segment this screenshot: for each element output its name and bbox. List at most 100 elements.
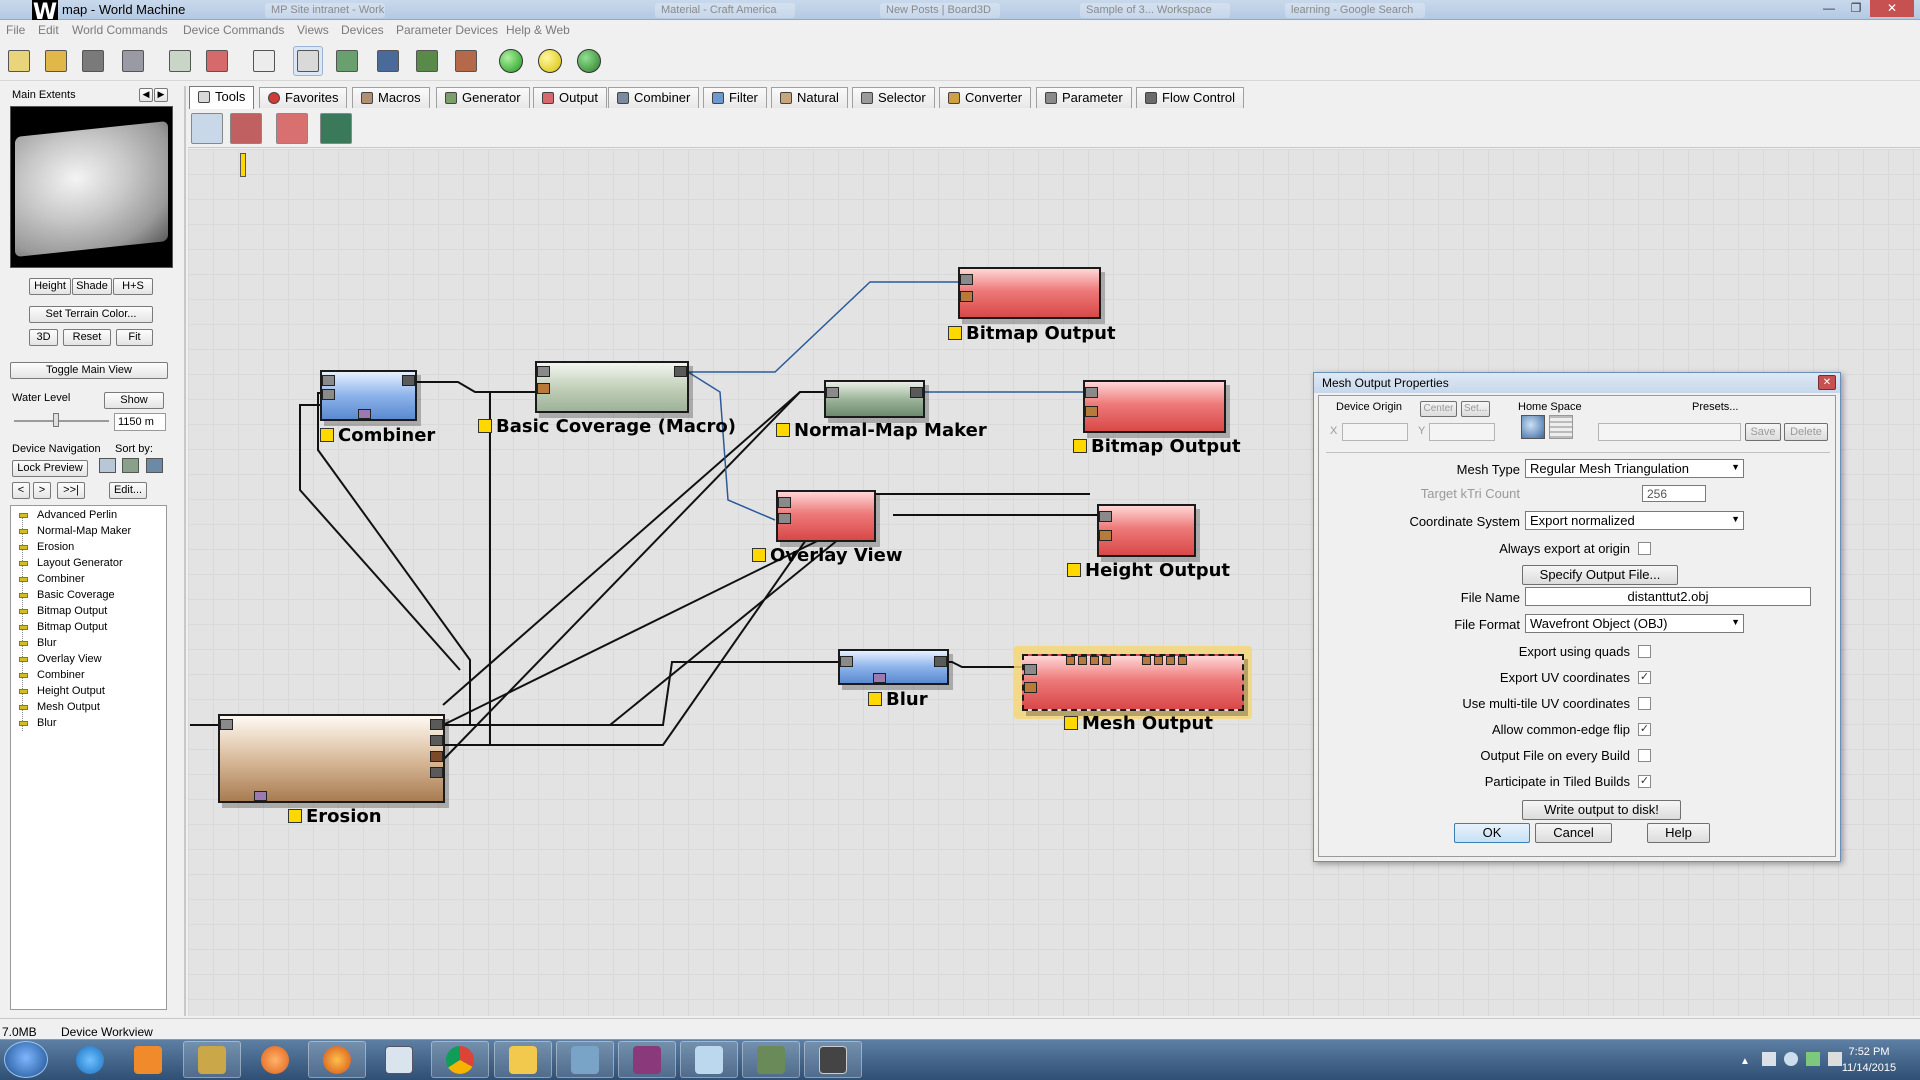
basic-coverage-node[interactable] bbox=[535, 361, 689, 413]
terminal-app-icon[interactable] bbox=[804, 1041, 862, 1078]
delete-preset-button[interactable]: Delete bbox=[1784, 423, 1828, 441]
list-item[interactable]: Blur bbox=[19, 635, 57, 651]
grid-icon[interactable] bbox=[1549, 415, 1573, 439]
cancel-button[interactable]: Cancel bbox=[1535, 823, 1612, 843]
clock-date[interactable]: 11/14/2015 bbox=[1841, 1062, 1897, 1074]
param-port[interactable] bbox=[873, 673, 886, 683]
param-port[interactable] bbox=[1066, 656, 1075, 665]
drive-icon[interactable] bbox=[1806, 1052, 1820, 1066]
panel-left-arrow[interactable]: ◀ bbox=[139, 88, 153, 102]
device-list[interactable]: Advanced Perlin Normal-Map Maker Erosion… bbox=[10, 505, 167, 1010]
media-player-icon[interactable] bbox=[119, 1041, 177, 1078]
blur-node[interactable] bbox=[838, 649, 949, 685]
globe-icon[interactable] bbox=[1521, 415, 1545, 439]
param-port[interactable] bbox=[1102, 656, 1111, 665]
terrain-3d-icon[interactable] bbox=[412, 46, 442, 76]
input-port[interactable] bbox=[826, 387, 839, 398]
world-machine-taskbar-icon[interactable] bbox=[183, 1041, 241, 1078]
output-port[interactable] bbox=[934, 656, 947, 667]
explorer-window-icon[interactable] bbox=[370, 1041, 428, 1078]
input-port[interactable] bbox=[537, 383, 550, 394]
open-folder-icon[interactable] bbox=[41, 46, 71, 76]
coordinate-system-select[interactable]: Export normalized▼ bbox=[1525, 511, 1744, 530]
sync-icon[interactable] bbox=[1784, 1052, 1798, 1066]
clock-time[interactable]: 7:52 PM bbox=[1848, 1046, 1890, 1058]
layout-view-icon[interactable] bbox=[332, 46, 362, 76]
output-port[interactable] bbox=[430, 767, 443, 778]
sort-list-icon[interactable] bbox=[99, 458, 116, 473]
water-show-button[interactable]: Show bbox=[104, 392, 164, 409]
input-port[interactable] bbox=[1099, 530, 1112, 541]
input-port[interactable] bbox=[778, 497, 791, 508]
output-port[interactable] bbox=[430, 751, 443, 762]
export-uv-checkbox[interactable]: ✓ bbox=[1638, 671, 1651, 684]
always-export-checkbox[interactable] bbox=[1638, 542, 1651, 555]
tab-favorites[interactable]: Favorites bbox=[259, 87, 348, 108]
menu-devices[interactable]: Devices bbox=[341, 23, 384, 37]
tool-select-icon[interactable] bbox=[191, 113, 223, 144]
sort-type-icon[interactable] bbox=[122, 458, 139, 473]
input-port[interactable] bbox=[960, 274, 973, 285]
firefox-icon[interactable] bbox=[308, 1041, 366, 1078]
water-level-slider-thumb[interactable] bbox=[53, 413, 59, 427]
dialog-close-icon[interactable]: ✕ bbox=[1818, 375, 1836, 390]
mesh-output-node[interactable] bbox=[1022, 654, 1244, 711]
param-port[interactable] bbox=[1142, 656, 1151, 665]
input-port[interactable] bbox=[220, 719, 233, 730]
input-port[interactable] bbox=[1024, 664, 1037, 675]
nav-back-button[interactable]: < bbox=[12, 482, 30, 499]
multi-tile-uv-checkbox[interactable] bbox=[1638, 697, 1651, 710]
center-button[interactable]: Center bbox=[1420, 401, 1457, 417]
list-item[interactable]: Basic Coverage bbox=[19, 587, 115, 603]
output-port[interactable] bbox=[674, 366, 687, 377]
edit-list-button[interactable]: Edit... bbox=[109, 482, 147, 499]
list-item[interactable]: Bitmap Output bbox=[19, 619, 107, 635]
tool-group-icon[interactable] bbox=[230, 113, 262, 144]
set-origin-button[interactable]: Set... bbox=[1461, 401, 1490, 417]
height-view-button[interactable]: Height bbox=[29, 278, 71, 295]
input-port[interactable] bbox=[322, 389, 335, 400]
build-green-icon[interactable] bbox=[496, 46, 526, 76]
help-button[interactable]: Help bbox=[1647, 823, 1710, 843]
nav-last-button[interactable]: >>| bbox=[57, 482, 85, 499]
tiled-builds-checkbox[interactable]: ✓ bbox=[1638, 775, 1651, 788]
list-item[interactable]: Combiner bbox=[19, 571, 85, 587]
erosion-node[interactable] bbox=[218, 714, 445, 803]
menu-parameter-devices[interactable]: Parameter Devices bbox=[396, 23, 499, 37]
dialog-title-bar[interactable] bbox=[1314, 373, 1840, 393]
list-item[interactable]: Erosion bbox=[19, 539, 74, 555]
origin-y-input[interactable] bbox=[1429, 423, 1495, 441]
param-port[interactable] bbox=[1178, 656, 1187, 665]
list-item[interactable]: Mesh Output bbox=[19, 699, 100, 715]
menu-device-commands[interactable]: Device Commands bbox=[183, 23, 285, 37]
sort-graph-icon[interactable] bbox=[146, 458, 163, 473]
bitmap-output-node-1[interactable] bbox=[958, 267, 1101, 319]
input-port[interactable] bbox=[537, 366, 550, 377]
new-file-icon[interactable] bbox=[4, 46, 34, 76]
export-quads-checkbox[interactable] bbox=[1638, 645, 1651, 658]
minimize-button[interactable]: — bbox=[1823, 1, 1835, 15]
list-item[interactable]: Height Output bbox=[19, 683, 105, 699]
randomize-icon[interactable] bbox=[249, 46, 279, 76]
input-port[interactable] bbox=[778, 513, 791, 524]
input-port[interactable] bbox=[1085, 387, 1098, 398]
param-port[interactable] bbox=[1078, 656, 1087, 665]
input-port[interactable] bbox=[960, 291, 973, 302]
edit-icon[interactable] bbox=[165, 46, 195, 76]
list-item[interactable]: Bitmap Output bbox=[19, 603, 107, 619]
delete-icon[interactable] bbox=[202, 46, 232, 76]
image-viewer-icon[interactable] bbox=[556, 1041, 614, 1078]
toggle-main-view-button[interactable]: Toggle Main View bbox=[10, 362, 168, 379]
input-port[interactable] bbox=[1099, 511, 1112, 522]
overlay-view-node[interactable] bbox=[776, 490, 876, 542]
param-port[interactable] bbox=[254, 791, 267, 801]
globe-view-icon[interactable] bbox=[373, 46, 403, 76]
menu-edit[interactable]: Edit bbox=[38, 23, 59, 37]
list-item[interactable]: Blur bbox=[19, 715, 57, 731]
tab-macros[interactable]: Macros bbox=[352, 87, 430, 108]
mesh-type-select[interactable]: Regular Mesh Triangulation▼ bbox=[1525, 459, 1744, 478]
close-button[interactable]: ✕ bbox=[1870, 0, 1914, 17]
photo-app-icon[interactable] bbox=[742, 1041, 800, 1078]
ok-button[interactable]: OK bbox=[1454, 823, 1530, 843]
tab-parameter[interactable]: Parameter bbox=[1036, 87, 1132, 108]
